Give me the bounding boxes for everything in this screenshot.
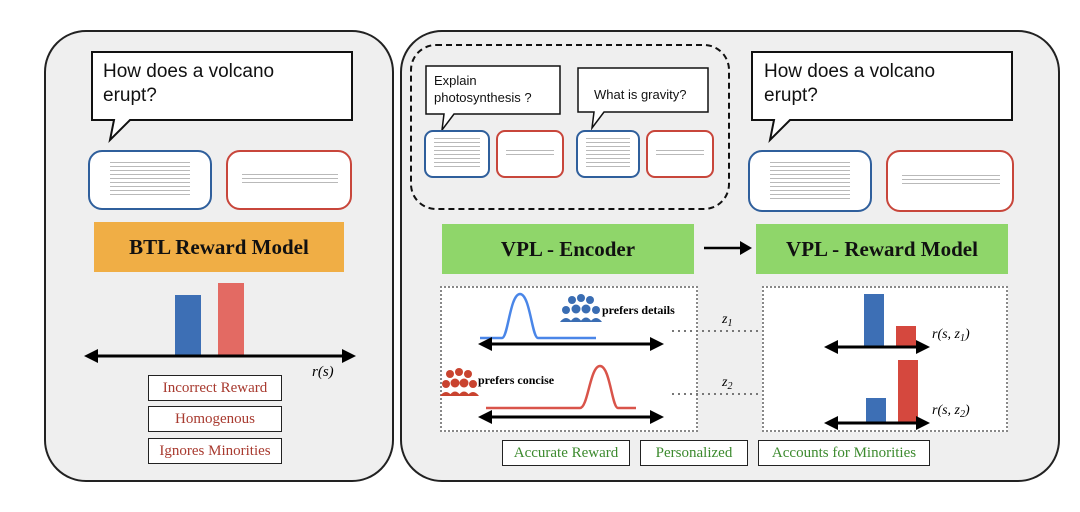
right-response-chosen (748, 150, 872, 212)
context-response-1-rejected (496, 130, 564, 178)
vpl-encoder: VPL - Encoder (442, 224, 694, 274)
left-response-rejected (226, 150, 352, 210)
bar-z2-chosen (866, 398, 886, 422)
response-text-lines (110, 162, 190, 198)
vpl-reward-model: VPL - Reward Model (756, 224, 1008, 274)
response-text-lines (434, 138, 480, 170)
bar-chosen (175, 295, 201, 355)
group-label-concise: prefers concise (478, 373, 555, 387)
context-response-2-chosen (576, 130, 640, 178)
left-response-chosen (88, 150, 212, 210)
bar-z1-rejected (896, 326, 916, 346)
tag-ignores-minorities: Ignores Minorities (148, 438, 282, 464)
latent-distribution-plot: prefers details prefers concise (440, 292, 675, 424)
tag-personalized: Personalized (640, 440, 748, 466)
context-response-2-rejected (646, 130, 714, 178)
tag-homogenous: Homogenous (148, 406, 282, 432)
bar-z1-chosen (864, 294, 884, 346)
response-text-lines (506, 149, 554, 159)
bar-z2-rejected (898, 360, 918, 422)
response-text-lines (586, 138, 630, 170)
tag-accurate-reward: Accurate Reward (502, 440, 630, 466)
right-prompt-text: How does a volcano erupt? (764, 61, 936, 106)
reward-label-z2: r(s, z2) (932, 403, 970, 420)
response-text-lines (902, 175, 1000, 187)
response-text-lines (242, 174, 338, 186)
right-prompt-bubble (751, 51, 1013, 144)
context-examples-box (410, 44, 730, 210)
context-prompt-bubble-1 (425, 65, 561, 133)
right-response-rejected (886, 150, 1014, 212)
context-prompt-bubble-2 (577, 67, 709, 131)
context-response-1-chosen (424, 130, 490, 178)
reward-label-z1: r(s, z1) (932, 327, 970, 344)
context-prompt-1-text: Explain photosynthesis ? (434, 73, 532, 105)
blue-users-icon (560, 294, 602, 322)
group-label-details: prefers details (602, 303, 675, 317)
btl-reward-model: BTL Reward Model (94, 222, 344, 272)
personalized-reward-plot: r(s, z1) r(s, z2) (824, 294, 970, 430)
left-prompt-text: How does a volcano erupt? (103, 61, 275, 106)
tag-accounts-for-minorities: Accounts for Minorities (758, 440, 930, 466)
bar-rejected (218, 283, 244, 355)
tag-incorrect-reward: Incorrect Reward (148, 375, 282, 401)
response-text-lines (770, 162, 850, 200)
left-reward-plot: r(s) (84, 283, 356, 380)
axis-label-rs: r(s) (312, 364, 334, 380)
latent-z2: z2 (721, 375, 732, 392)
red-users-icon (440, 368, 479, 396)
context-prompt-2-text: What is gravity? (594, 87, 687, 102)
encoder-to-model-arrow (704, 241, 752, 255)
blue-distribution-curve (480, 292, 596, 340)
left-prompt-bubble (91, 51, 353, 144)
latent-z1: z1 (721, 312, 732, 329)
red-distribution-curve (486, 364, 636, 410)
response-text-lines (656, 149, 704, 159)
